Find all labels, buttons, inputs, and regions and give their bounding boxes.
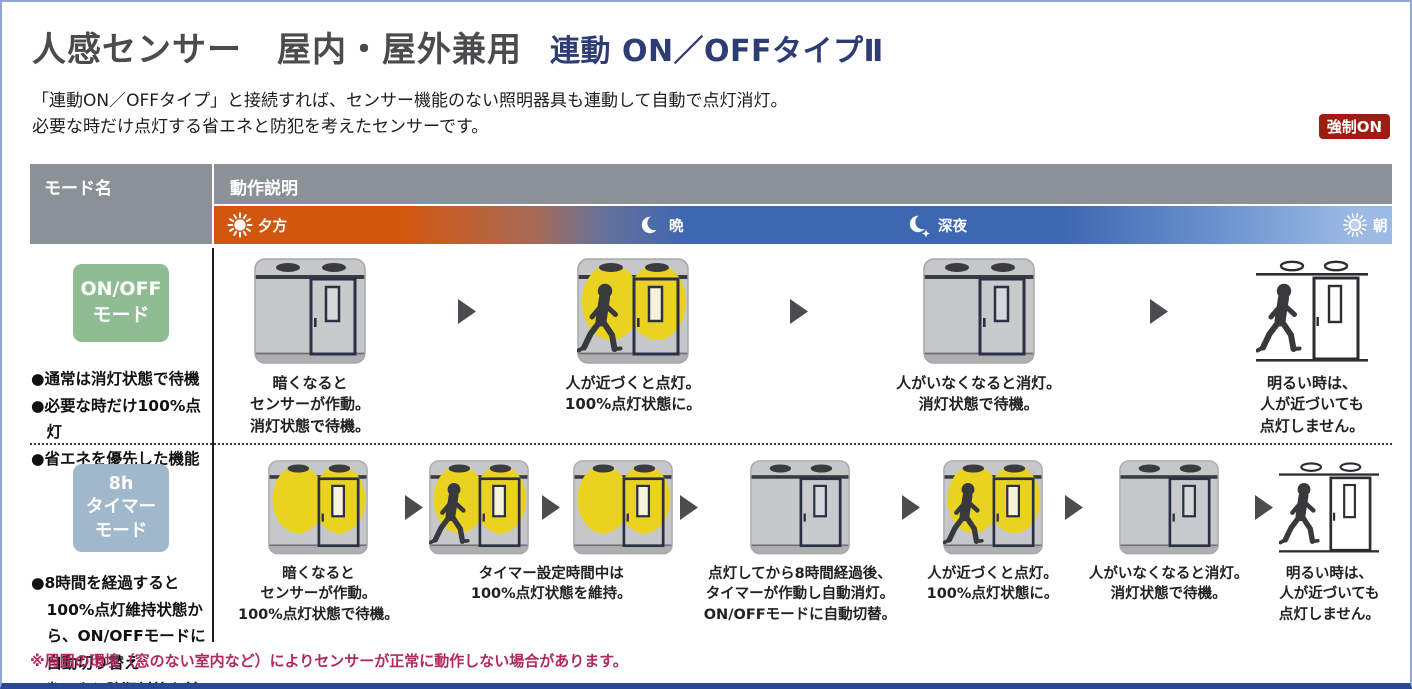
door-lit-person-icon — [428, 460, 530, 555]
door-daylight-icon — [1255, 260, 1368, 362]
sequence-step: タイマー設定時間中は 100%点灯状態を維持。 — [428, 460, 674, 605]
feature-bullet: ●通常は消灯状態で待機 — [31, 370, 200, 388]
sequence-step: 人がいなくなると消灯。 消灯状態で待機。 — [1088, 460, 1249, 605]
scene-illustration — [922, 258, 1035, 364]
door-off-icon — [922, 258, 1035, 364]
product-title: 人感センサー 屋内・屋外兼用 — [32, 30, 522, 70]
column-header-description: 動作説明 — [214, 164, 1392, 204]
scene-illustration — [750, 460, 850, 555]
scene-illustration — [268, 460, 369, 555]
description-line-2: 必要な時だけ点灯する省エネと防犯を考えたセンサーです。 — [32, 117, 489, 138]
sequence-step: 明るい時は、 人が近づいても 点灯しません。 — [1279, 460, 1380, 625]
footnote: ※周囲の環境（窓のない室内など）によりセンサーが正常に動作しない場合があります。 — [30, 652, 628, 670]
morning-sun-icon — [1342, 213, 1368, 237]
door-daylight-icon — [1278, 462, 1380, 553]
arrow-right-icon — [457, 298, 477, 325]
person-silhouette-icon — [942, 483, 984, 545]
sequence-step: 暗くなると センサーが作動。 消灯状態で待機。 — [250, 258, 370, 437]
onoff-mode-features: ●通常は消灯状態で待機 ●必要な時だけ100%点灯 ●省エネを優先した機能 — [31, 366, 211, 473]
person-silhouette-icon — [576, 283, 623, 353]
door-lit-person-icon — [576, 258, 689, 364]
mode-cell-onoff: ON/OFF モード ●通常は消灯状態で待機 ●必要な時だけ100%点灯 ●省エネを… — [30, 252, 212, 473]
timer-mode-badge: 8h タイマー モード — [73, 464, 169, 552]
scene-illustration — [1255, 258, 1368, 364]
scene-illustration — [942, 460, 1043, 555]
timebar-segment-2: 晩 — [638, 212, 684, 238]
moon-star-icon — [907, 212, 933, 238]
door-off-icon — [750, 460, 850, 555]
timebar-label: 深夜 — [938, 218, 967, 235]
arrow-right-icon — [679, 494, 699, 521]
description-line-1: 「連動ON／OFFタイプ」と接続すれば、センサー機能のない照明器具も連動して自動… — [32, 91, 788, 111]
timebar-label: 朝 — [1373, 218, 1388, 235]
scene-caption: 点灯してから8時間経過後、 タイマーが作動し自動消灯。 ON/OFFモードに自動… — [703, 565, 897, 623]
scene-illustration — [573, 460, 674, 555]
scene-caption: 人がいなくなると消灯。 消灯状態で待機。 — [896, 374, 1062, 414]
product-type-title: 連動 ON／OFFタイプⅡ — [550, 34, 884, 69]
scene-illustration — [428, 460, 530, 555]
page-title: 人感センサー 屋内・屋外兼用 連動 ON／OFFタイプⅡ — [32, 22, 884, 71]
force-on-badge: 強制ON — [1318, 114, 1390, 139]
timer-mode-features: ●8時間を経過すると100%点灯維持状態から、ON/OFFモードに自動切り替え ●… — [31, 570, 211, 683]
sequence-step: 明るい時は、 人が近づいても 点灯しません。 — [1255, 258, 1368, 437]
sequence-step: 人がいなくなると消灯。 消灯状態で待機。 — [896, 258, 1061, 416]
sequence-step: 人が近づくと点灯。 100%点灯状態に。 — [926, 460, 1059, 605]
arrow-right-icon — [541, 494, 561, 521]
scene-pair — [428, 460, 674, 555]
scene-illustration — [1278, 460, 1380, 555]
row-divider — [30, 443, 1392, 445]
feature-bullet: ●8時間を経過すると100%点灯維持状態から、ON/OFFモードに自動切り替え — [31, 574, 206, 672]
onoff-mode-badge: ON/OFF モード — [73, 264, 169, 342]
moon-icon — [638, 212, 664, 238]
timebar-segment-4: 朝 — [1342, 212, 1388, 238]
mode-cell-timer: 8h タイマー モード ●8時間を経過すると100%点灯維持状態から、ON/OF… — [30, 452, 212, 683]
onoff-mode-sequence: 暗くなると センサーが作動。 消灯状態で待機。 人が近づくと点灯。 100%点灯… — [214, 258, 1392, 437]
sequence-step: 点灯してから8時間経過後、 タイマーが作動し自動消灯。 ON/OFFモードに自動… — [704, 460, 896, 625]
time-of-day-gradient-bar: 夕方 晩 深夜 朝 — [214, 206, 1392, 244]
door-off-icon — [254, 258, 366, 364]
person-silhouette-icon — [428, 483, 470, 545]
timebar-segment-3: 深夜 — [907, 212, 967, 238]
arrow-right-icon — [1254, 494, 1274, 521]
person-silhouette-icon — [1278, 483, 1321, 545]
person-silhouette-icon — [1255, 283, 1302, 353]
timebar-segment-1: 夕方 — [227, 212, 287, 238]
scene-illustration — [1118, 460, 1219, 555]
scene-illustration — [576, 258, 689, 364]
door-off-icon — [1118, 460, 1219, 555]
door-lit-person-icon — [942, 460, 1043, 555]
feature-bullet: ●省エネと防犯対策を兼ねそなえた機能 — [31, 677, 211, 683]
timer-mode-sequence: 暗くなると センサーが作動。 100%点灯状態で待機。 タイマー設定時間中は 1… — [214, 460, 1392, 625]
feature-bullet: ●省エネを優先した機能 — [31, 449, 200, 468]
door-lit-icon — [573, 460, 674, 555]
scene-caption: タイマー設定時間中は 100%点灯状態を維持。 — [470, 565, 632, 603]
timebar-label: 夕方 — [258, 218, 287, 235]
sun-icon — [227, 212, 253, 238]
scene-caption: 明るい時は、 人が近づいても 点灯しません。 — [1259, 374, 1365, 435]
scene-caption: 明るい時は、 人が近づいても 点灯しません。 — [1278, 565, 1380, 623]
scene-caption: 人が近づくと点灯。 100%点灯状態に。 — [564, 374, 702, 414]
timebar-label: 晩 — [669, 218, 684, 235]
scene-caption: 暗くなると センサーが作動。 消灯状態で待機。 — [250, 374, 371, 435]
sequence-step: 人が近づくと点灯。 100%点灯状態に。 — [565, 258, 701, 416]
arrow-right-icon — [901, 494, 921, 521]
scene-caption: 人が近づくと点灯。 100%点灯状態に。 — [926, 565, 1059, 603]
scene-caption: 暗くなると センサーが作動。 100%点灯状態で待機。 — [238, 565, 399, 623]
arrow-right-icon — [789, 298, 809, 325]
sequence-step: 暗くなると センサーが作動。 100%点灯状態で待機。 — [238, 460, 399, 625]
scene-caption: 人がいなくなると消灯。 消灯状態で待機。 — [1088, 565, 1249, 603]
feature-bullet: ●必要な時だけ100%点灯 — [31, 396, 201, 442]
arrow-right-icon — [1064, 494, 1084, 521]
product-description: 「連動ON／OFFタイプ」と接続すれば、センサー機能のない照明器具も連動して自動… — [32, 88, 788, 141]
arrow-right-icon — [404, 494, 424, 521]
scene-illustration — [254, 258, 366, 364]
door-lit-icon — [268, 460, 369, 555]
arrow-right-icon — [1149, 298, 1169, 325]
column-separator — [212, 248, 214, 642]
column-header-mode: モード名 — [30, 164, 212, 244]
